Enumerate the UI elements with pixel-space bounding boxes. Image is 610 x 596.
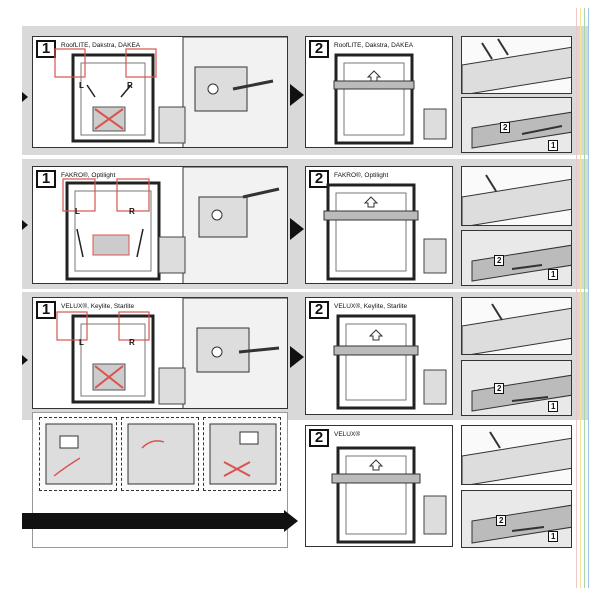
bracket-diagram	[127, 423, 195, 485]
window-blind-diagram	[333, 53, 447, 145]
brand-label: FAKRO®, Optilight	[334, 172, 389, 179]
label-right: R	[129, 338, 135, 347]
long-continue-arrow	[22, 513, 284, 529]
step-number: 2	[309, 170, 329, 188]
bullet-arrow-2	[22, 220, 28, 230]
cap-insert-diagram	[209, 423, 277, 485]
detail-panel-bottom: 2 1	[461, 360, 572, 416]
color-stripe-4	[588, 8, 589, 588]
callout-2: 2	[496, 515, 507, 526]
window-blind-diagram	[323, 183, 447, 281]
bullet-arrow-3	[22, 355, 28, 365]
callout-2: 2	[494, 383, 505, 394]
callout-1: 1	[548, 140, 559, 151]
step-panel-row1-right: 2 RoofLITE, Dakstra, DAKEA	[305, 36, 453, 148]
label-left: L	[75, 207, 80, 216]
step-number: 2	[309, 40, 329, 58]
callout-1: 1	[548, 531, 559, 542]
long-continue-arrow-head	[284, 510, 298, 532]
window-blind-diagram	[331, 446, 447, 544]
rail-detail	[462, 303, 571, 354]
color-stripe-3	[584, 8, 585, 588]
label-left: L	[79, 338, 84, 347]
callout-1: 1	[548, 401, 559, 412]
rail-clip-detail	[471, 111, 571, 149]
step-panel-row4-right: 2 VELUX®	[305, 425, 453, 547]
callout-2: 2	[500, 122, 511, 133]
step-number: 1	[36, 301, 56, 319]
label-left: L	[79, 81, 84, 90]
step-panel-row3-left: 1 VELUX®, Keylite, Starlite L R	[32, 297, 288, 409]
detail-panel-top	[461, 425, 572, 485]
rail-clip-detail	[471, 244, 571, 282]
detail-panel-top	[461, 297, 572, 355]
brand-label: VELUX®, Keylite, Starlite	[61, 303, 135, 310]
brand-label: FAKRO®, Optilight	[61, 172, 116, 179]
detail-step-b	[121, 417, 199, 491]
rail-clip-detail	[471, 374, 571, 412]
detail-panel-top	[461, 36, 572, 94]
step-number: 2	[309, 301, 329, 319]
detail-step-c	[203, 417, 281, 491]
color-stripe-1	[576, 8, 577, 588]
detail-panel-bottom: 2 1	[461, 230, 572, 286]
step-panel-row1-left: 1 RoofLITE, Dakstra, DAKEA L R	[32, 36, 288, 148]
rail-detail	[462, 174, 571, 225]
step-number: 2	[309, 429, 329, 447]
detail-step-a	[39, 417, 117, 491]
detail-panel-bottom: 2 1	[461, 97, 572, 153]
brand-label: RoofLITE, Dakstra, DAKEA	[61, 42, 141, 49]
next-step-arrow	[290, 84, 304, 106]
window-frame-diagram	[54, 37, 287, 147]
cap-removal-diagram	[45, 423, 113, 485]
rail-detail	[462, 431, 571, 484]
callout-2: 2	[494, 255, 505, 266]
color-stripe-2	[580, 8, 581, 588]
detail-panel-top	[461, 166, 572, 226]
bullet-arrow-1	[22, 92, 28, 102]
brand-label: VELUX®, Keylite, Starlite	[334, 303, 408, 310]
step-number: 1	[36, 170, 56, 188]
rail-clip-detail	[471, 504, 571, 544]
rail-detail	[462, 38, 571, 93]
brand-label: RoofLITE, Dakstra, DAKEA	[334, 42, 414, 49]
window-frame-diagram	[62, 167, 287, 283]
step-panel-row2-right: 2 FAKRO®, Optilight	[305, 166, 453, 284]
label-right: R	[127, 81, 133, 90]
window-frame-diagram	[56, 298, 287, 408]
window-blind-diagram	[333, 314, 447, 410]
detail-panel-bottom: 2 1	[461, 490, 572, 548]
step-panel-row3-right: 2 VELUX®, Keylite, Starlite	[305, 297, 453, 415]
label-right: R	[129, 207, 135, 216]
next-step-arrow	[290, 218, 304, 240]
callout-1: 1	[548, 269, 559, 280]
brand-label: VELUX®	[334, 431, 361, 438]
step-panel-row2-left: 1 FAKRO®, Optilight L R	[32, 166, 288, 284]
next-step-arrow	[290, 346, 304, 368]
